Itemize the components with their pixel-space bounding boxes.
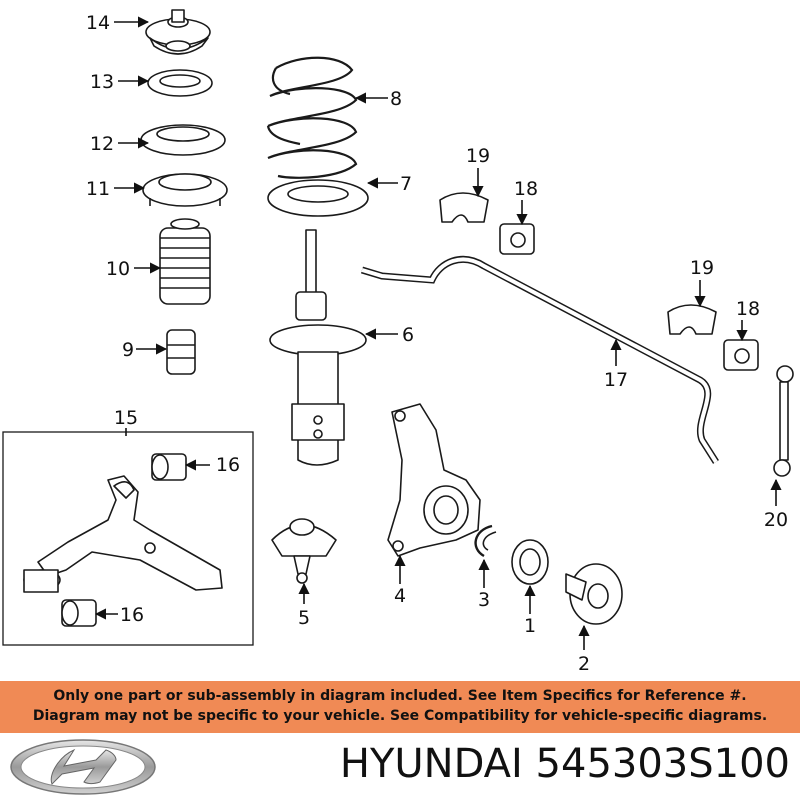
callout-1: 1	[524, 615, 536, 637]
steering-knuckle-part	[387, 403, 481, 557]
strut-assembly-part	[269, 229, 367, 466]
wheel-hub-part	[565, 563, 623, 625]
part-number-title: HYUNDAI 545303S100	[339, 741, 790, 787]
callout-6: 6	[402, 324, 414, 346]
lower-spring-pad-part	[267, 179, 369, 217]
callout-2: 2	[578, 653, 590, 675]
stabilizer-bushing-lower-part	[723, 339, 759, 371]
stabilizer-bar-part	[360, 255, 719, 464]
wheel-bearing-part	[511, 539, 549, 585]
callout-19-lower: 19	[690, 257, 714, 279]
strut-bearing-part	[147, 69, 213, 97]
bushing-lower-part	[61, 599, 97, 627]
callout-labels: 14 13 12 11 10 9 8 7 6 15 16 16 19 18 19…	[86, 12, 788, 675]
callout-18-upper: 18	[514, 178, 538, 200]
snap-ring-part	[474, 524, 497, 558]
leader-arrows	[94, 16, 782, 650]
callout-17: 17	[604, 369, 628, 391]
spring-insulator-part	[142, 173, 228, 207]
callout-14: 14	[86, 12, 110, 34]
callout-4: 4	[394, 585, 406, 607]
stabilizer-link-part	[773, 365, 794, 477]
callout-10: 10	[106, 258, 130, 280]
lower-control-arm-group	[2, 431, 254, 646]
callout-15: 15	[114, 407, 138, 429]
callout-19-upper: 19	[466, 145, 490, 167]
disclaimer-line-1: Only one part or sub-assembly in diagram…	[53, 688, 747, 704]
callout-13: 13	[90, 71, 114, 93]
strut-mount-part	[145, 9, 211, 55]
upper-spring-seat-part	[140, 124, 226, 156]
coil-spring-part	[266, 56, 358, 179]
callout-5: 5	[298, 607, 310, 629]
brand-row: HYUNDAI 545303S100	[0, 733, 800, 800]
stabilizer-bracket-lower-part	[667, 304, 717, 335]
bump-stop-part	[166, 329, 196, 375]
callout-16-upper: 16	[216, 454, 240, 476]
callout-9: 9	[122, 339, 134, 361]
callout-11: 11	[86, 178, 110, 200]
ball-joint-part	[271, 518, 337, 584]
callout-3: 3	[478, 589, 490, 611]
callout-18-lower: 18	[736, 298, 760, 320]
bushing-upper-part	[151, 453, 187, 481]
stabilizer-bracket-upper-part	[439, 192, 489, 223]
disclaimer-banner: Only one part or sub-assembly in diagram…	[0, 681, 800, 733]
callout-16-lower: 16	[120, 604, 144, 626]
suspension-diagram: 14 13 12 11 10 9 8 7 6 15 16 16 19 18 19…	[2, 9, 794, 675]
disclaimer-line-2: Diagram may not be specific to your vehi…	[32, 708, 768, 724]
dust-boot-part	[159, 218, 211, 305]
callout-20: 20	[764, 509, 788, 531]
callout-12: 12	[90, 133, 114, 155]
hyundai-logo-icon	[10, 739, 156, 795]
stabilizer-bushing-upper-part	[499, 223, 535, 255]
callout-8: 8	[390, 88, 402, 110]
callout-7: 7	[400, 173, 412, 195]
